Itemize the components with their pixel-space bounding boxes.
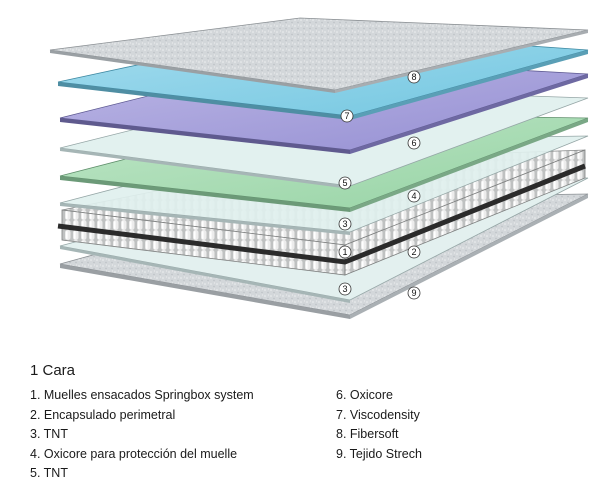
svg-text:6: 6 xyxy=(411,138,416,148)
legend-item: 8. Fibersoft xyxy=(336,427,399,442)
legend-item: 9. Tejido Strech xyxy=(336,446,422,461)
callout-5: 5 xyxy=(338,176,352,190)
svg-text:5: 5 xyxy=(342,178,347,188)
legend-item: 1. Muelles ensacados Springbox system xyxy=(30,388,254,402)
callout-4: 4 xyxy=(407,189,421,203)
svg-text:2: 2 xyxy=(411,247,416,257)
legend-item: 7. Viscodensity xyxy=(336,407,420,422)
callout-2: 2 xyxy=(407,245,421,259)
legend-item: 5. TNT xyxy=(30,466,68,481)
callout-8: 8 xyxy=(407,70,421,84)
svg-text:7: 7 xyxy=(344,111,349,121)
svg-text:1: 1 xyxy=(342,247,347,257)
legend-item: 6. Oxicore xyxy=(336,388,393,402)
callout-6: 6 xyxy=(407,136,421,150)
callout-9: 9 xyxy=(407,286,421,300)
callout-7: 7 xyxy=(340,109,354,123)
legend-item: 4. Oxicore para protección del muelle xyxy=(30,446,238,461)
callout-3-upper: 3 xyxy=(338,217,352,231)
legend-left-column: 1. Muelles ensacados Springbox system 2.… xyxy=(30,386,254,484)
layer-fibersoft xyxy=(49,17,589,93)
callout-1: 1 xyxy=(338,245,352,259)
svg-text:3: 3 xyxy=(342,284,347,294)
mattress-layers-diagram: 8 7 6 5 4 3 1 2 3 9 xyxy=(49,17,589,319)
callout-3-lower: 3 xyxy=(338,282,352,296)
legend-item: 3. TNT xyxy=(30,427,68,442)
legend-title: 1 Cara xyxy=(30,362,76,379)
svg-text:8: 8 xyxy=(411,72,416,82)
legend-right-column: 6. Oxicore 7. Viscodensity 8. Fibersoft … xyxy=(336,386,422,464)
svg-text:4: 4 xyxy=(411,191,416,201)
perimeter-band xyxy=(57,163,586,265)
svg-text:9: 9 xyxy=(411,288,416,298)
svg-text:3: 3 xyxy=(342,219,347,229)
legend-item: 2. Encapsulado perimetral xyxy=(30,407,176,422)
